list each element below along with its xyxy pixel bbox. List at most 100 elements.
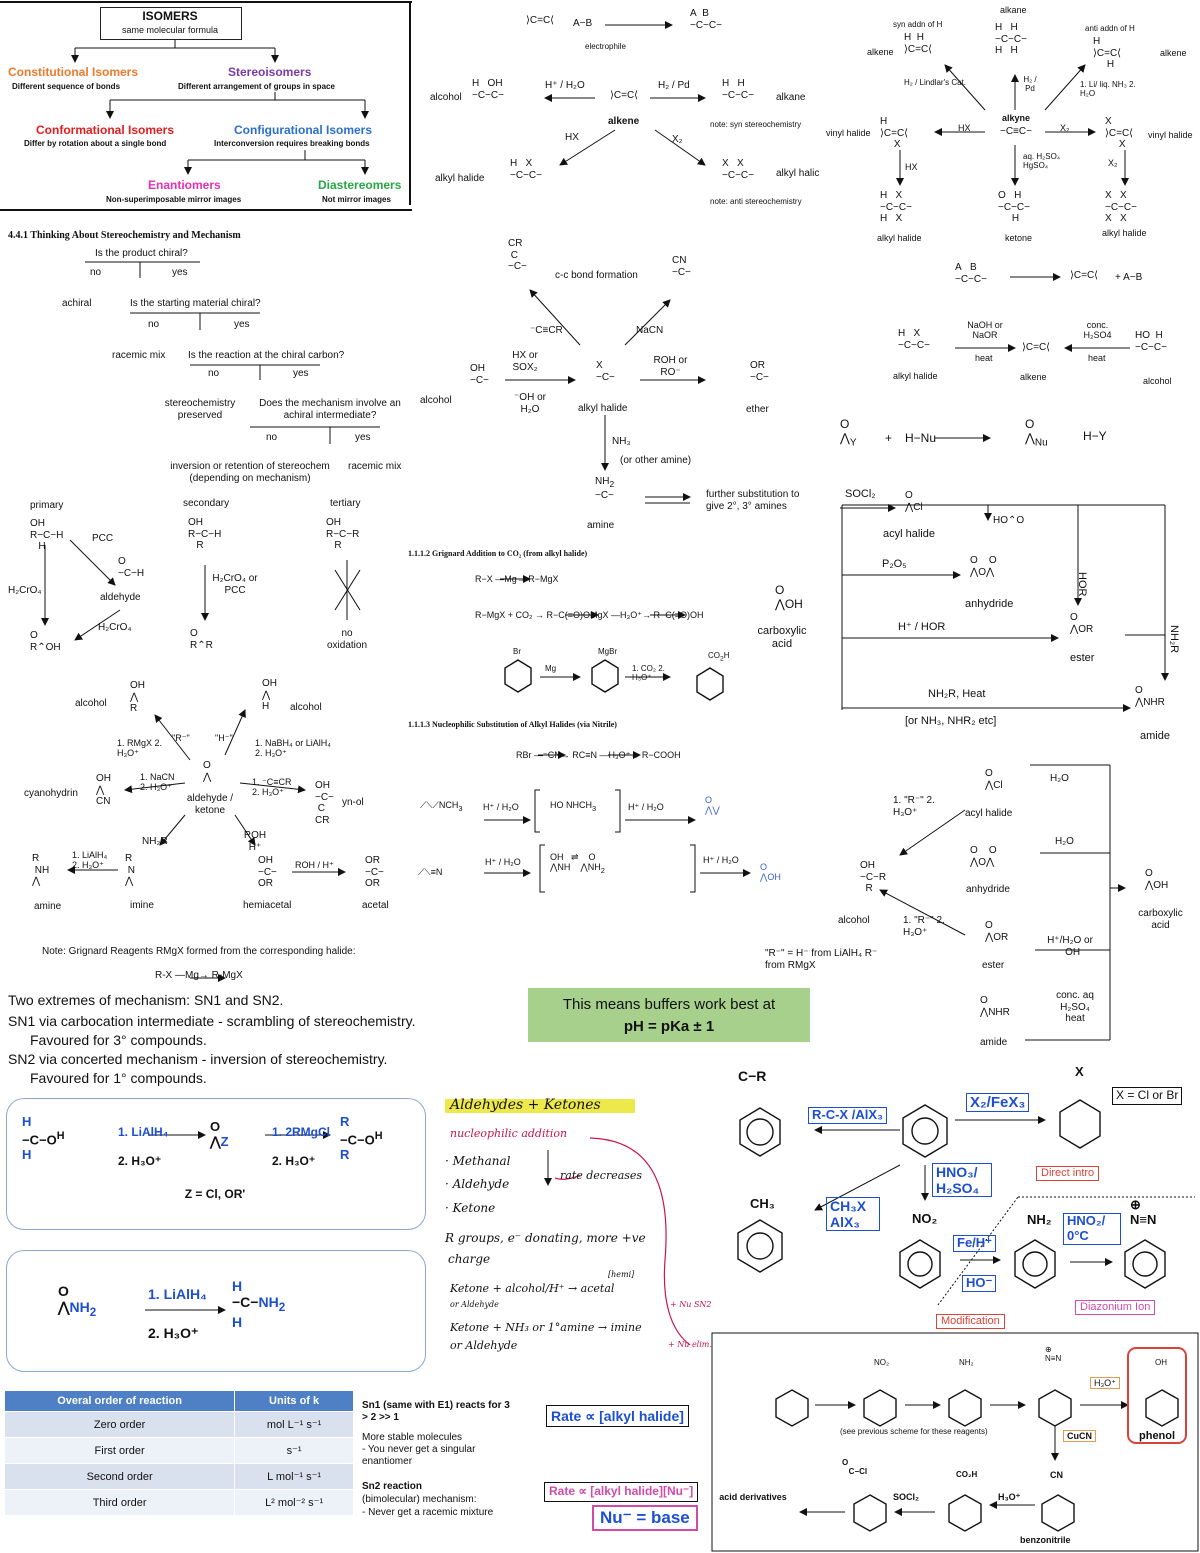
ay-hx2: HX xyxy=(905,162,918,172)
rb1-h3o2: 2. H₃O⁺ xyxy=(272,1154,316,1168)
el-heat2: heat xyxy=(1088,353,1106,363)
acyl-plus: + xyxy=(885,431,893,445)
c-cyanohydrin: cyanohydrin xyxy=(24,788,78,799)
acyl-struct-ester: O⋀OR xyxy=(1070,612,1094,635)
acyl-hnu: H−Nu xyxy=(905,431,937,445)
ad-struct-cl: O⋀Cl xyxy=(985,768,1003,791)
c-r-minus: "R⁻" xyxy=(172,733,190,743)
bz-hno3: HNO₃/ H₂SO₄ xyxy=(932,1163,992,1198)
ah-struct-x: X−C− xyxy=(596,360,615,383)
acyl-p2o5: P₂O₅ xyxy=(882,558,907,570)
benzene-ring-p5 xyxy=(1145,1389,1179,1427)
ay-alkyl-halide: alkyl halide xyxy=(877,233,922,243)
ph-h3o2: H₃O⁺ xyxy=(998,1492,1021,1502)
hy-imine: ⟋⟍⟋NCH3 xyxy=(420,800,463,813)
struct-aldehyde: O−C−H xyxy=(118,556,145,579)
ak-alkane: alkane xyxy=(776,92,806,103)
acyl-anhydride: anhydride xyxy=(965,598,1014,610)
label-no-oxidation: no oxidation xyxy=(326,628,368,651)
c-aldehyde-ketone: aldehyde / ketone xyxy=(186,793,234,816)
configurational-isomers: Configurational Isomers xyxy=(234,123,373,137)
hw-nu1: + Nu SN2 xyxy=(670,1300,712,1309)
ay-struct-tetrahal: X X−C−C−X X xyxy=(1105,190,1137,224)
gr-co2h: CO2H xyxy=(708,651,730,663)
rb1-lialh4: 1. LiAlH₄ xyxy=(118,1125,169,1139)
benzene-ring-p6 xyxy=(1041,1494,1075,1532)
hw-or1: or Aldehyde xyxy=(450,1300,499,1309)
sn2-title: Sn2 reaction xyxy=(362,1481,423,1492)
tree-yes-4: yes xyxy=(355,432,371,443)
benzene-ring-acyl xyxy=(739,1107,781,1157)
acyl-struct-y: O⋀Y xyxy=(840,417,857,449)
acyl-struct-cl: O⋀Cl xyxy=(905,490,923,513)
acyl-hy: H−Y xyxy=(1083,429,1107,443)
buffer-line1: This means buffers work best at xyxy=(562,996,776,1013)
benzene-ring-p8 xyxy=(853,1494,887,1532)
ah-oh-h2o: ⁻OH or H₂O xyxy=(514,392,546,415)
ah-further: further substitution to give 2°, 3° amin… xyxy=(706,489,800,512)
benzene-ring-toluene xyxy=(737,1219,783,1273)
stereoisomers-desc: Different arrangement of groups in space xyxy=(178,82,335,91)
c-nacn: 1. NaCN 2. H₃O⁺ xyxy=(140,772,175,793)
hy-acid: O⋀OH xyxy=(760,862,781,883)
c-acetal: acetal xyxy=(362,900,389,911)
ah-hx-socl: HX or SOX₂ xyxy=(512,350,538,373)
acyl-nh3: [or NH₃, NHR₂ etc] xyxy=(905,715,997,727)
hy-int1: HO NHCH3 xyxy=(550,800,597,813)
bz-cr: C−R xyxy=(738,1068,767,1084)
ay-alkyne: alkyne xyxy=(1002,113,1031,123)
ay-struct-alkane: H H−C−C−H H xyxy=(995,22,1027,56)
tree-yes-2: yes xyxy=(234,319,250,330)
ah-alcohol: alcohol xyxy=(420,395,452,406)
table-cell: Third order xyxy=(3,1489,236,1516)
ak-hx: HX xyxy=(565,132,579,143)
bz-feh: Fe/H⁺ xyxy=(953,1235,997,1252)
c-amine: amine xyxy=(34,901,62,912)
gr-mg: Mg xyxy=(545,664,557,673)
rb1-carbonyl: O⋀Z xyxy=(210,1119,229,1149)
ay-alkene2: alkene xyxy=(1160,48,1187,58)
benzene-ring-p3 xyxy=(948,1389,982,1427)
benzene-ring-nitro xyxy=(899,1239,941,1289)
ah-struct-alc: OH−C− xyxy=(470,363,489,386)
ph-oh: OH xyxy=(1155,1358,1167,1367)
el-struct-alkene: ⟩C=C⟨ xyxy=(1022,342,1051,353)
gr-mgbr: MgBr xyxy=(598,647,618,656)
acyl-nh2r-heat: NH₂R, Heat xyxy=(928,688,986,700)
rb2-amide: O⋀NH2 xyxy=(58,1283,97,1319)
ay-struct-vinyl1: H⟩C=C⟨ X xyxy=(880,116,909,150)
ak-struct-x2: X X−C−C− xyxy=(722,158,754,181)
ay-lindlar: H₂ / Lindlar's Cat. xyxy=(904,78,966,87)
hw-ket2: Ketone + NH₃ or 1°amine → imine xyxy=(450,1321,642,1334)
reagent-h2cro4-pcc: H₂CrO₄ or PCC xyxy=(212,573,258,596)
ad-h2o: H₂O xyxy=(1050,773,1069,784)
c-struct-acetal: OR−C−OR xyxy=(365,855,384,889)
hw-methanal: · Methanal xyxy=(445,1154,511,1168)
ak-alkene: alkene xyxy=(608,116,640,127)
ak-alcohol: alcohol xyxy=(430,92,462,103)
ph-socl2: SOCl₂ xyxy=(893,1492,920,1502)
el-heat: heat xyxy=(975,353,993,363)
isomers-title: ISOMERS xyxy=(142,9,198,23)
ph-phenol: phenol xyxy=(1139,1430,1176,1442)
ad-struct-acid: O⋀OH xyxy=(1145,868,1169,891)
bz-ch3x: CH₃X AlX₃ xyxy=(826,1197,880,1232)
tree-inversion: inversion or retention of stereochem (de… xyxy=(170,461,330,484)
c-acetylide: 1. ⁻C≡CR 2. H₃O⁺ xyxy=(252,777,292,798)
sn1-note2: - You never get a singular enantiomer xyxy=(362,1444,476,1467)
hy-h3: H⁺ / H₂O xyxy=(485,857,521,867)
ad-carboxylic: carboxylic acid xyxy=(1138,908,1183,931)
table-cell: s⁻¹ xyxy=(234,1437,354,1464)
ad-struct-amide: O⋀NHR xyxy=(980,995,1010,1018)
gr-br: Br xyxy=(513,647,521,656)
conformational-isomers: Conformational Isomers xyxy=(36,123,175,137)
benzene-ring-center xyxy=(902,1104,948,1158)
benzene-ring-halo xyxy=(1059,1099,1101,1149)
acyl-h-hor: H⁺ / HOR xyxy=(898,621,946,633)
ak-struct-hx: H X−C−C− xyxy=(510,158,542,181)
